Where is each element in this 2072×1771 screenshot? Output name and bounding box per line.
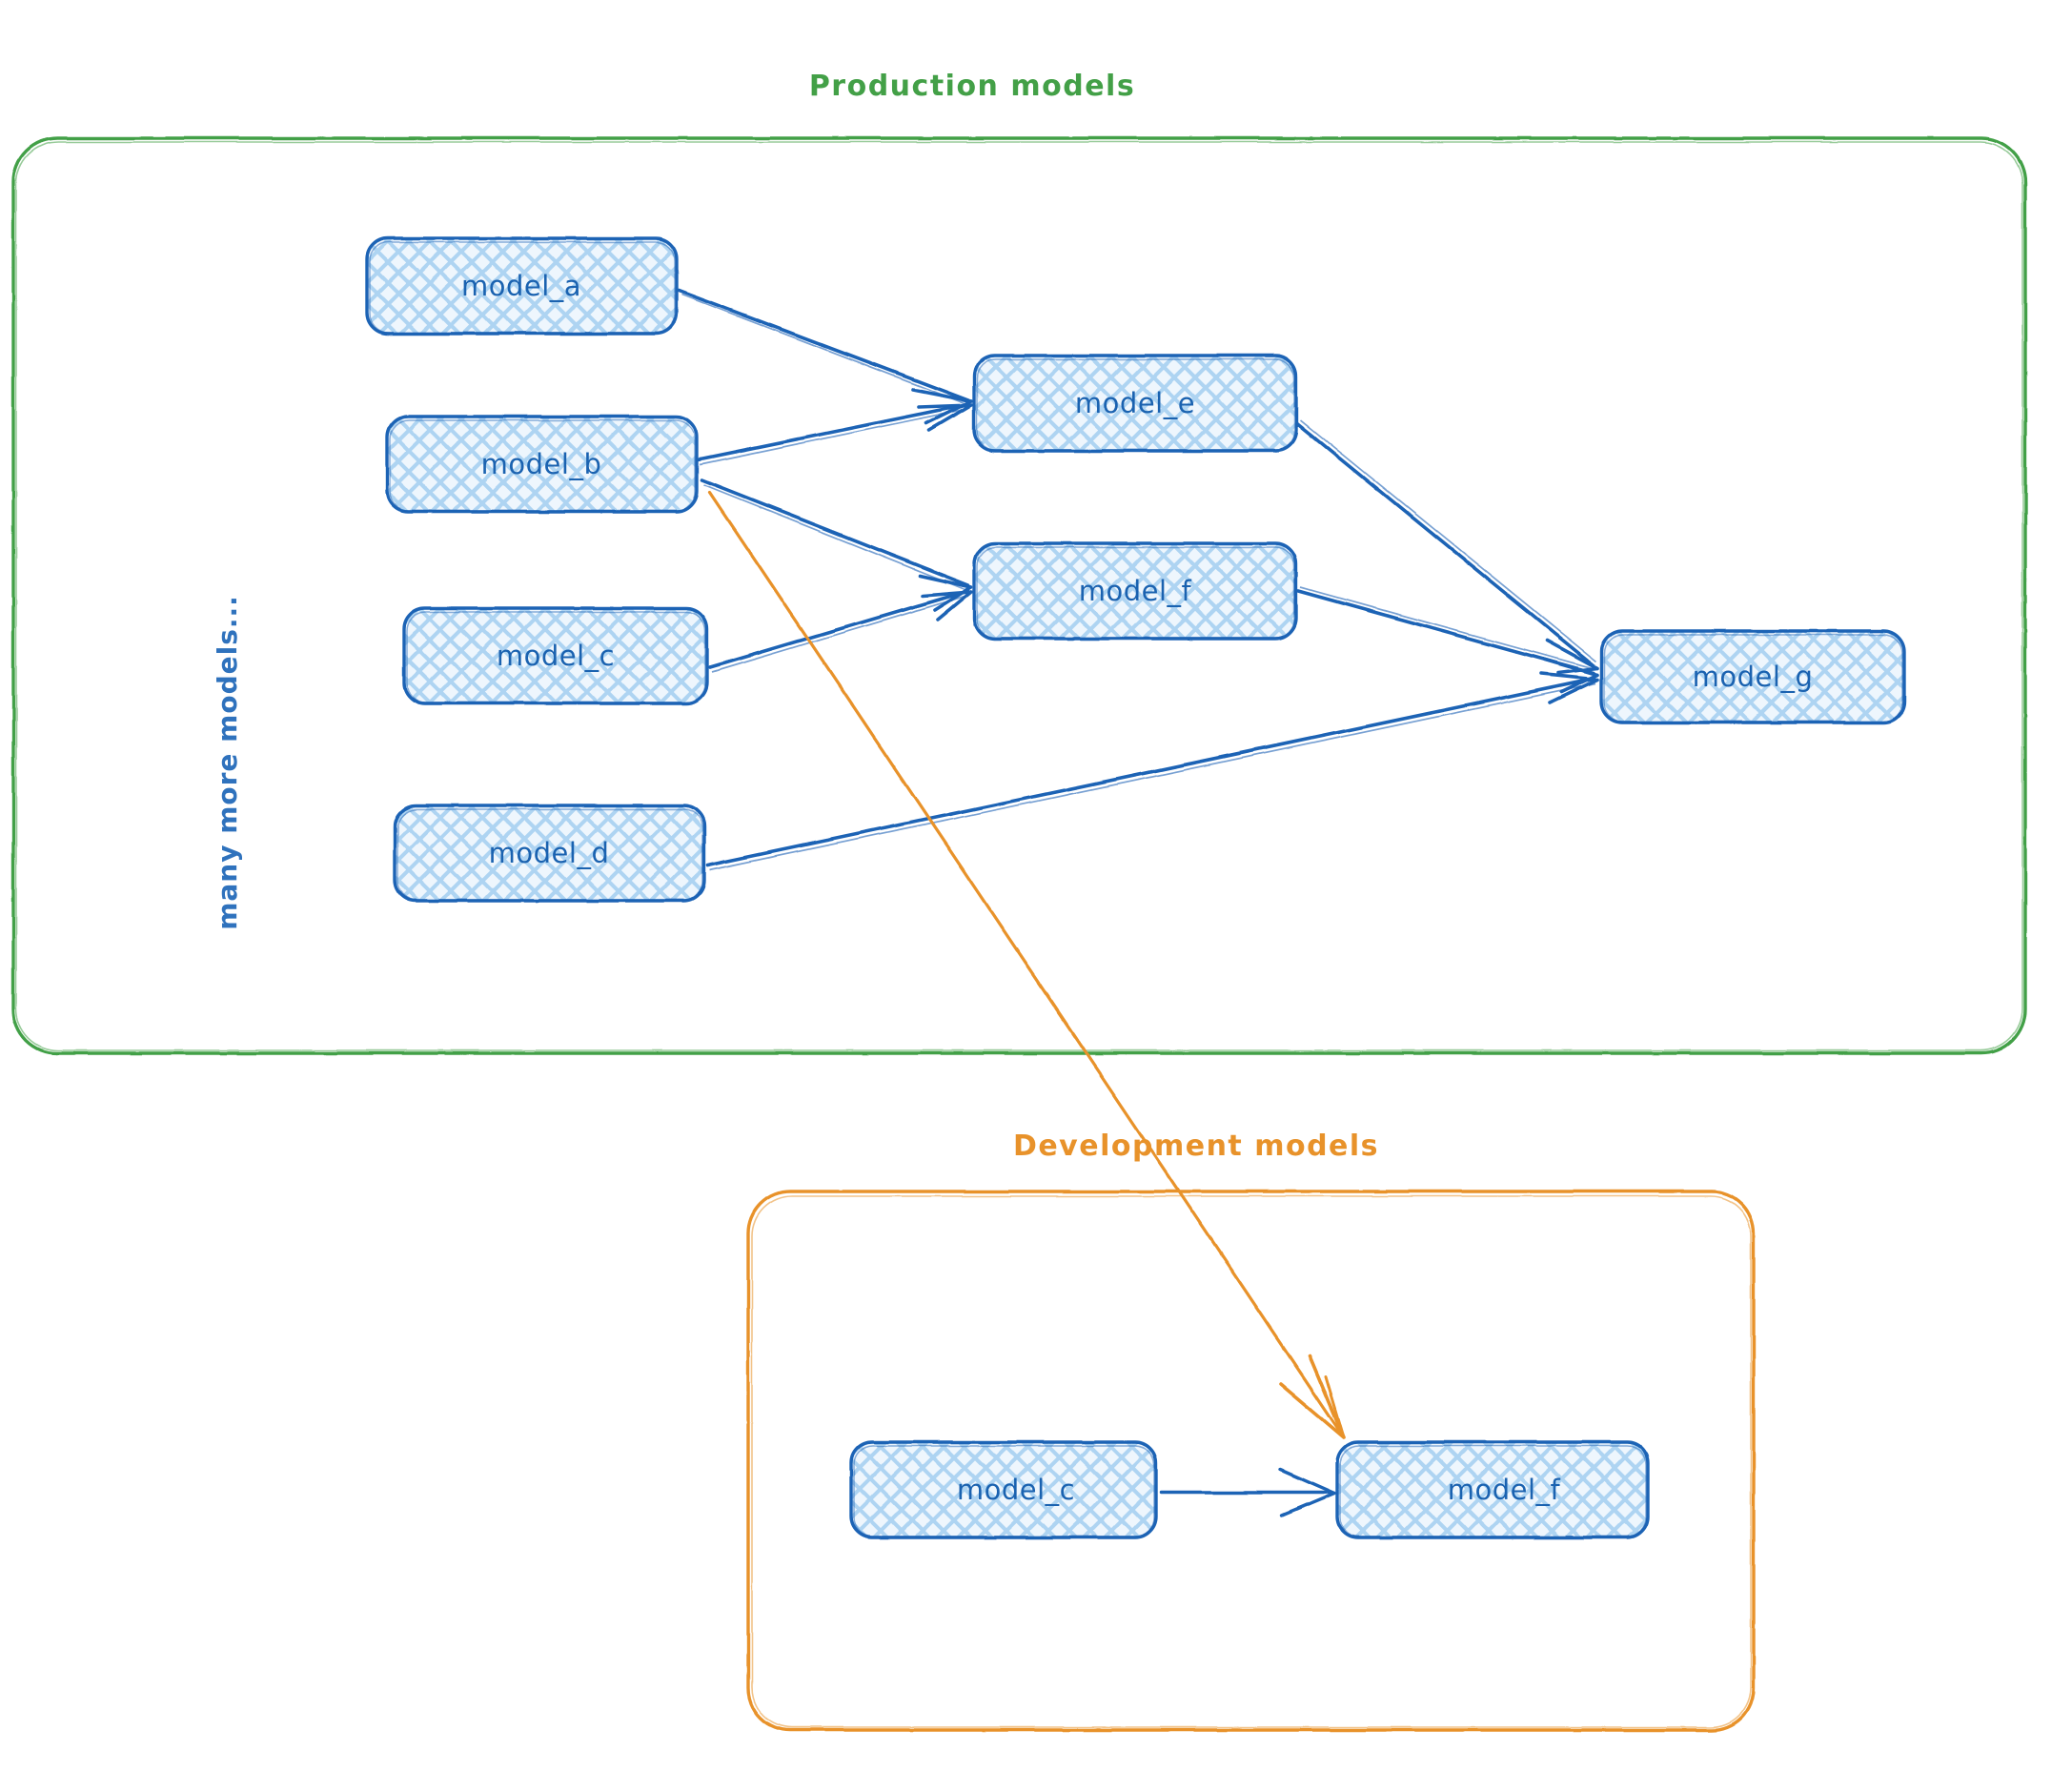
node-label: model_a xyxy=(461,270,581,302)
node-label: model_f xyxy=(1448,1474,1561,1506)
production-group-title: Production models xyxy=(809,70,1135,103)
node-prod-model-f[interactable]: model_f xyxy=(972,541,1298,641)
development-group-border-sketch xyxy=(751,1195,1752,1728)
development-group-border xyxy=(746,1190,1756,1732)
group-development xyxy=(746,1190,1756,1732)
node-box xyxy=(385,415,699,514)
node-box-sketch xyxy=(396,808,703,901)
node-label: model_d xyxy=(489,837,610,869)
node-dev-model-c[interactable]: model_c xyxy=(849,1440,1158,1539)
edge-d-to-g xyxy=(705,672,1599,871)
node-box-sketch xyxy=(976,358,1295,451)
many-more-models-note: many more models... xyxy=(212,595,243,930)
node-box-sketch xyxy=(406,611,706,703)
node-prod-model-e[interactable]: model_e xyxy=(972,354,1298,453)
edge-prod-b-to-dev-f xyxy=(708,491,1346,1439)
edge-devc-to-devf xyxy=(1159,1468,1336,1517)
node-box-sketch xyxy=(369,241,676,334)
node-prod-model-a[interactable]: model_a xyxy=(365,236,679,336)
node-label: model_g xyxy=(1693,661,1814,693)
edge-e-to-g xyxy=(1296,419,1599,675)
node-dev-model-f[interactable]: model_f xyxy=(1335,1440,1650,1539)
group-production xyxy=(11,136,2027,1055)
node-prod-model-c[interactable]: model_c xyxy=(402,606,709,705)
node-prod-model-b[interactable]: model_b xyxy=(385,415,699,514)
node-box xyxy=(393,804,706,903)
node-box xyxy=(1335,1440,1650,1539)
node-label: model_c xyxy=(497,640,615,672)
node-box xyxy=(849,1440,1158,1539)
node-box xyxy=(1599,629,1906,724)
node-box-sketch xyxy=(1339,1445,1647,1537)
node-label: model_c xyxy=(957,1474,1075,1506)
production-group-border xyxy=(11,136,2027,1055)
node-prod-model-g[interactable]: model_g xyxy=(1599,629,1906,724)
node-label: model_f xyxy=(1079,575,1192,607)
node-box-sketch xyxy=(976,546,1295,639)
node-box-sketch xyxy=(389,419,696,512)
node-prod-model-d[interactable]: model_d xyxy=(393,804,706,903)
node-box-sketch xyxy=(1603,634,1903,723)
production-group-border-sketch xyxy=(15,141,2023,1051)
edge-a-to-e xyxy=(677,289,973,425)
edge-b-to-f xyxy=(701,478,973,612)
node-box xyxy=(365,236,679,336)
node-box-sketch xyxy=(853,1445,1155,1537)
node-box xyxy=(402,606,709,705)
edges-layer xyxy=(677,289,1599,1517)
node-label: model_e xyxy=(1075,387,1195,419)
node-box xyxy=(972,541,1298,641)
edge-c-to-f xyxy=(708,589,973,673)
development-group-title: Development models xyxy=(1013,1130,1379,1163)
edge-b-to-e xyxy=(697,402,973,465)
node-box xyxy=(972,354,1298,453)
node-label: model_b xyxy=(481,448,602,480)
